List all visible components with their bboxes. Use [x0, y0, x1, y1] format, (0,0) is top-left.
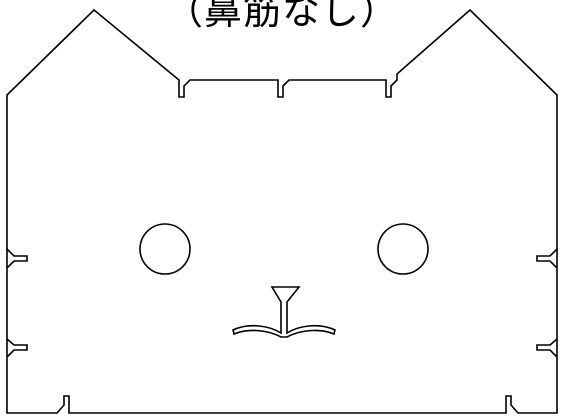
caption-no-nose-bridge: （鼻筋なし）	[164, 0, 399, 33]
left-slot-lower	[6, 338, 28, 357]
right-slot-lower	[536, 338, 558, 357]
left-slot-upper	[6, 248, 28, 268]
right-slot-upper	[536, 248, 558, 268]
cat-face-outline	[6, 8, 558, 414]
nose-and-mouth	[232, 286, 336, 338]
left-eye	[139, 223, 191, 275]
right-eye	[377, 223, 429, 275]
